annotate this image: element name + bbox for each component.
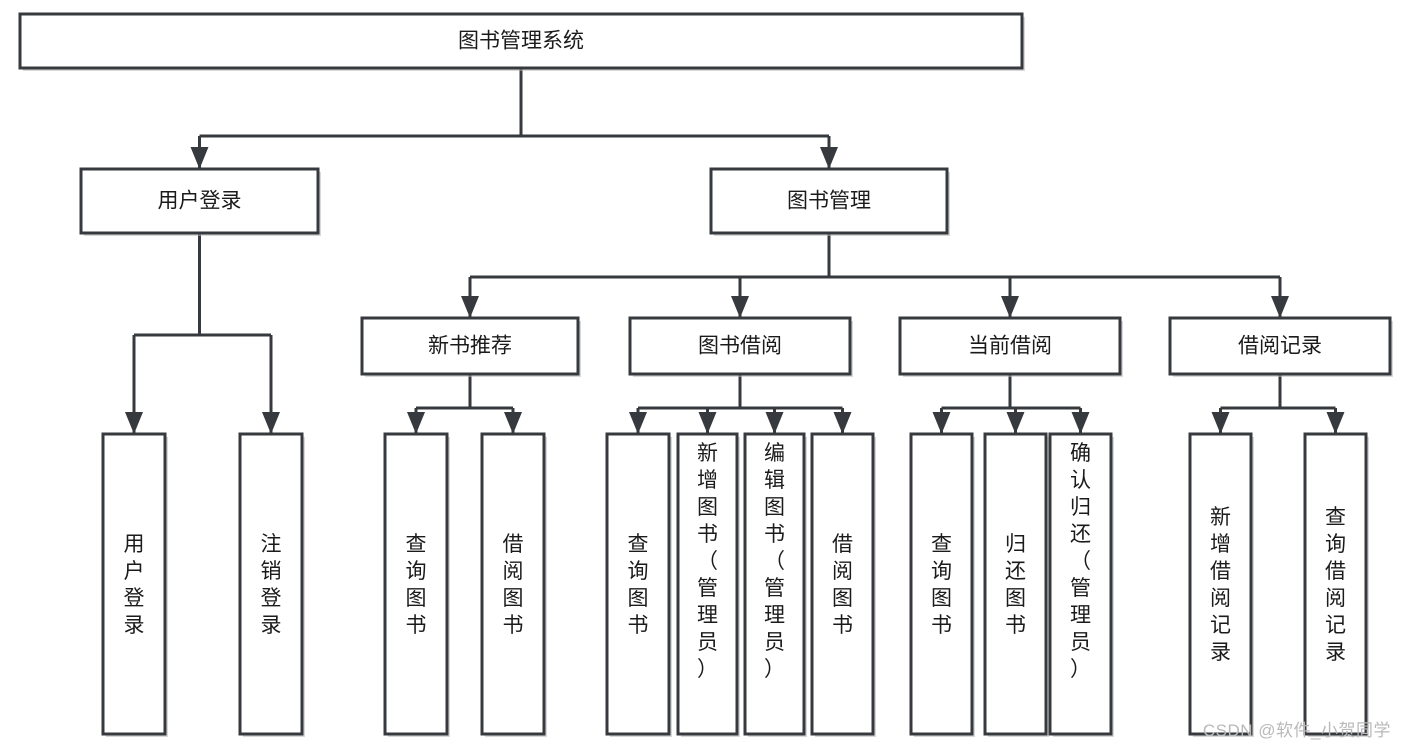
node-book-borrow[interactable]: 图书借阅 <box>628 316 853 377</box>
node-label: 当前借阅 <box>968 335 1052 358</box>
node-borrow-record[interactable]: 借阅记录 <box>1168 316 1393 377</box>
node-label: 借阅图书 <box>503 533 524 637</box>
node-label: 用户登录 <box>158 190 242 213</box>
nodes-layer: 图书管理系统用户登录图书管理新书推荐图书借阅当前借阅借阅记录用户登录注销登录查询… <box>18 12 1393 737</box>
node-leaf-query-book-cur[interactable]: 查询图书 <box>909 432 975 737</box>
node-label: 新增借阅记录 <box>1210 506 1231 664</box>
node-new-book-recommend[interactable]: 新书推荐 <box>360 316 581 377</box>
node-label: 查询借阅记录 <box>1325 506 1346 664</box>
node-leaf-borrow-book[interactable]: 借阅图书 <box>810 432 876 737</box>
connectors-layer <box>125 68 1345 434</box>
node-leaf-query-book-borrow[interactable]: 查询图书 <box>605 432 672 737</box>
node-label: 图书借阅 <box>698 335 782 358</box>
node-root[interactable]: 图书管理系统 <box>18 12 1025 71</box>
node-label: 借阅图书 <box>832 533 853 637</box>
node-leaf-user-login[interactable]: 用户登录 <box>101 432 168 737</box>
node-leaf-query-book-rec[interactable]: 查询图书 <box>383 432 450 737</box>
node-leaf-add-book[interactable]: 新增图书（管理员） <box>676 432 740 737</box>
node-label: 新增图书（管理员） <box>697 442 718 681</box>
node-label: 注销登录 <box>261 533 282 637</box>
node-current-borrow[interactable]: 当前借阅 <box>898 316 1123 377</box>
node-label: 新书推荐 <box>428 335 512 358</box>
node-leaf-query-record[interactable]: 查询借阅记录 <box>1303 432 1369 737</box>
node-leaf-confirm-return[interactable]: 确认归还（管理员） <box>1048 432 1114 737</box>
node-user-login[interactable]: 用户登录 <box>79 167 321 236</box>
node-label: 图书管理系统 <box>458 30 584 53</box>
node-label: 确认归还（管理员） <box>1070 442 1091 681</box>
node-leaf-borrow-book-rec[interactable]: 借阅图书 <box>480 432 547 737</box>
node-label: 图书管理 <box>787 190 871 213</box>
node-label: 查询图书 <box>931 533 952 637</box>
node-leaf-return-book[interactable]: 归还图书 <box>983 432 1049 737</box>
node-label: 归还图书 <box>1005 533 1026 637</box>
node-label: 查询图书 <box>406 533 427 637</box>
node-book-manage[interactable]: 图书管理 <box>709 167 950 236</box>
node-label: 借阅记录 <box>1238 335 1322 358</box>
node-label: 查询图书 <box>628 533 649 637</box>
node-leaf-add-record[interactable]: 新增借阅记录 <box>1188 432 1254 737</box>
node-label: 用户登录 <box>124 533 145 637</box>
node-label: 编辑图书（管理员） <box>764 442 785 681</box>
node-leaf-edit-book[interactable]: 编辑图书（管理员） <box>743 432 807 737</box>
node-leaf-user-logout[interactable]: 注销登录 <box>238 432 305 737</box>
